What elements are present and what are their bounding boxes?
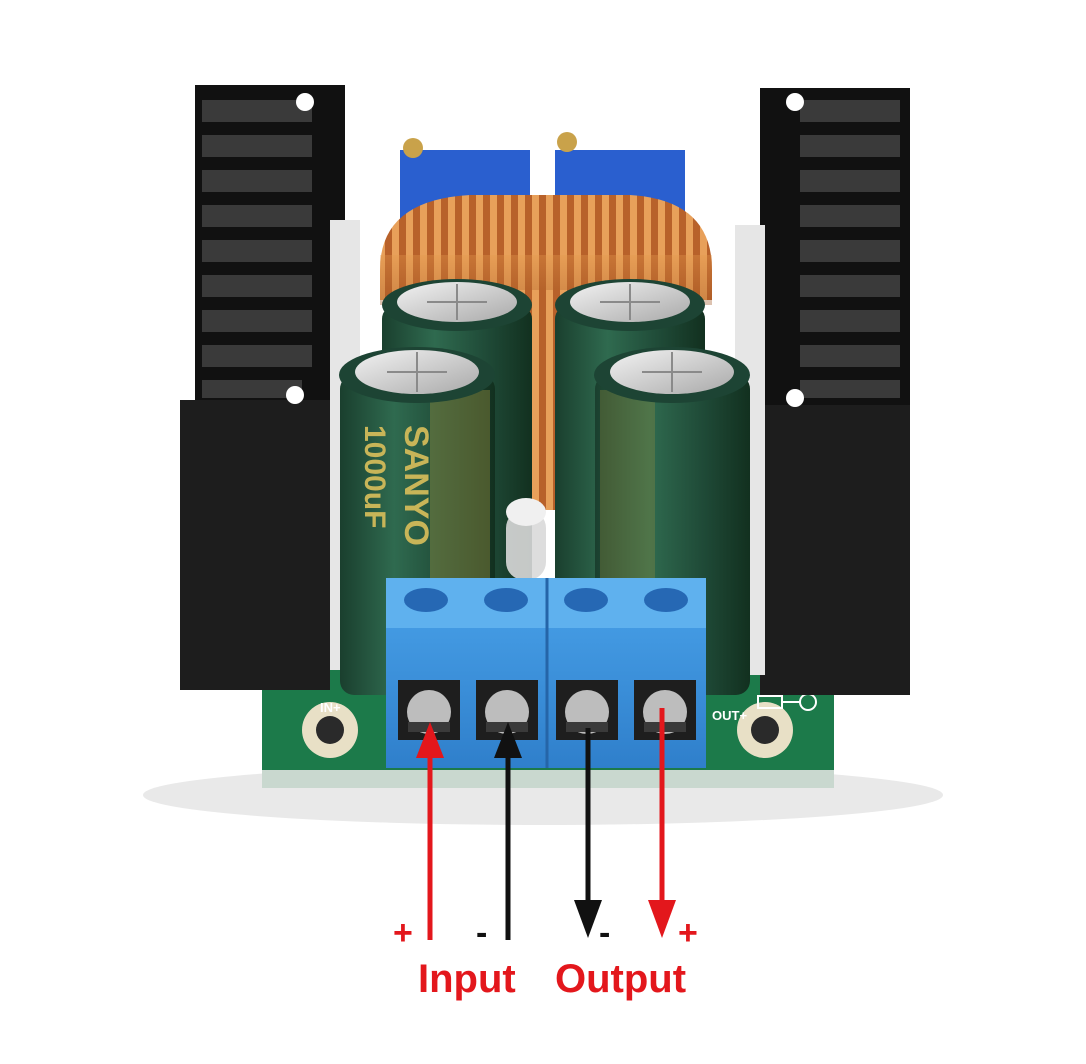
sign-input-minus: - <box>476 914 487 952</box>
output-label: Output <box>555 957 686 1001</box>
arrow-input-positive <box>416 722 444 940</box>
input-label: Input <box>418 957 516 1001</box>
led <box>506 498 546 580</box>
heatsink-left <box>180 85 360 690</box>
sign-output-plus: + <box>678 914 698 952</box>
heatsink-right <box>735 88 910 695</box>
arrow-input-negative <box>494 722 522 940</box>
arrow-output-negative <box>574 728 602 938</box>
pcb-label-in: IN+ <box>320 700 341 715</box>
sign-input-plus: + <box>393 914 413 952</box>
capacitor-value-text: 1000uF <box>358 425 391 528</box>
terminal-block <box>386 578 706 768</box>
sign-output-minus: - <box>599 914 610 952</box>
capacitor-front-left: SANYO 1000uF <box>339 347 495 695</box>
arrow-output-positive <box>648 708 676 938</box>
pcb-label-out: OUT+ <box>712 708 747 723</box>
capacitor-brand-text: SANYO <box>397 425 435 546</box>
